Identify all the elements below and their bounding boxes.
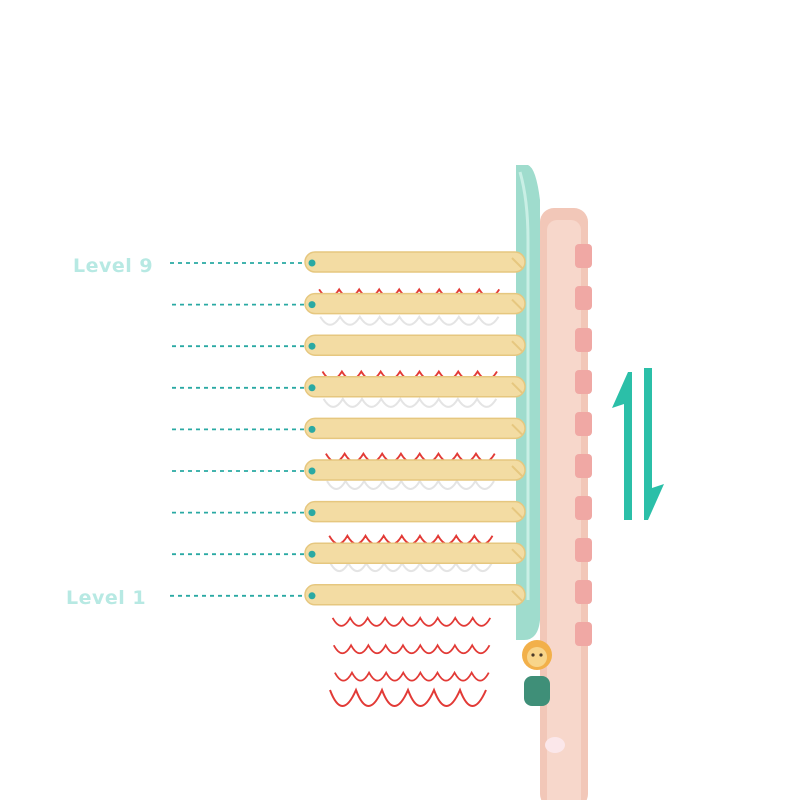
pole-peg xyxy=(575,370,592,394)
rim-bracket xyxy=(511,298,523,311)
rim-level-9 xyxy=(304,251,526,273)
basket-net xyxy=(317,260,501,707)
rim-level-2 xyxy=(304,542,526,564)
rim-bracket xyxy=(511,548,523,560)
pole-peg xyxy=(575,286,592,310)
mascot-eye xyxy=(539,653,543,657)
rim-level-8 xyxy=(304,292,526,315)
rim-positions xyxy=(304,251,526,606)
pole-face xyxy=(547,220,581,800)
guide-dot xyxy=(308,301,316,309)
rim-level-5 xyxy=(304,417,526,440)
net-strand xyxy=(331,616,492,627)
rim-level-3 xyxy=(304,500,526,523)
lion-figure-icon xyxy=(522,640,552,706)
backboard xyxy=(516,165,540,640)
pole-peg xyxy=(575,580,592,604)
rim-level-6 xyxy=(304,376,526,398)
rim-bracket xyxy=(511,465,523,477)
rim-bracket xyxy=(511,590,523,602)
pole-peg xyxy=(575,412,592,436)
mascot-eye xyxy=(531,653,535,657)
net-strand xyxy=(319,314,500,326)
arrow-up xyxy=(612,372,632,520)
net-strand xyxy=(329,561,493,573)
rim-bracket xyxy=(511,257,523,269)
label-level-bottom: Level 1 xyxy=(66,587,147,609)
rim-level-1 xyxy=(304,584,526,606)
pole-decoration xyxy=(545,737,565,753)
pole-peg xyxy=(575,496,592,520)
rim-bracket xyxy=(511,382,523,394)
pole-peg xyxy=(575,622,592,646)
mascot-body xyxy=(524,676,550,706)
net-strand xyxy=(332,643,491,655)
rim-bracket xyxy=(511,506,523,519)
net-strand xyxy=(326,479,495,490)
guide-dot xyxy=(308,467,316,475)
guide-dot xyxy=(308,384,316,392)
label-level-top: Level 9 xyxy=(73,255,154,277)
guide-dot xyxy=(308,509,316,517)
backboard-highlight xyxy=(518,171,530,600)
guide-dot xyxy=(308,259,316,267)
level-guide-lines xyxy=(170,259,316,600)
rim-bracket xyxy=(511,340,523,352)
pole-peg xyxy=(575,538,592,562)
mascot-face xyxy=(527,647,547,667)
pole-peg xyxy=(575,328,592,352)
stand-pole xyxy=(540,208,592,800)
pole-peg xyxy=(575,244,592,268)
arrow-down xyxy=(644,368,664,520)
net-bottom xyxy=(329,687,487,707)
guide-dot xyxy=(308,425,316,433)
rim-level-7 xyxy=(304,334,526,356)
rim-bracket xyxy=(511,423,523,436)
guide-dot xyxy=(308,342,316,350)
pole-peg xyxy=(575,454,592,478)
guide-dot xyxy=(308,592,316,600)
rim-level-4 xyxy=(304,459,526,481)
up-down-arrows-icon xyxy=(612,368,664,520)
net-strand xyxy=(334,670,490,682)
net-strand xyxy=(322,396,498,408)
guide-dot xyxy=(308,550,316,558)
